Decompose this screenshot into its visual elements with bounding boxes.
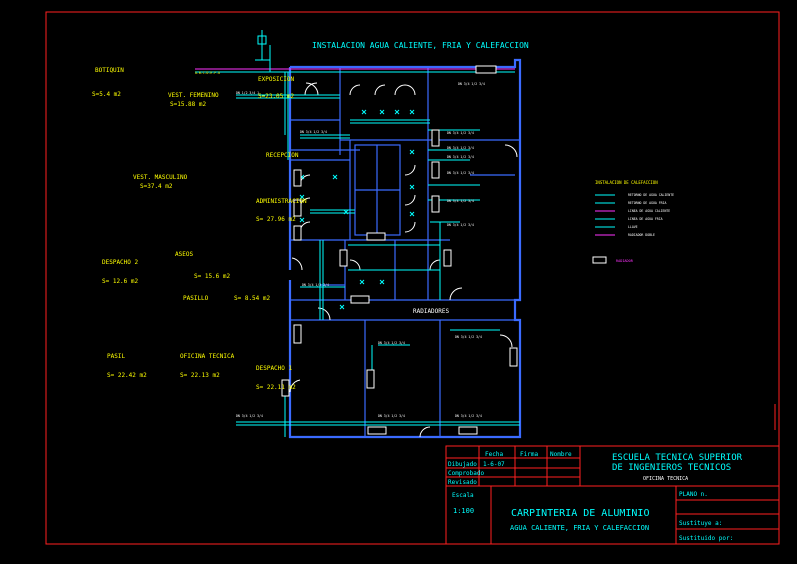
legend-radiator-label: RADIADOR [616,259,634,263]
room-pasil-name: PASIL [107,353,125,360]
tb-row-revisado: Revisado [448,479,477,486]
tb-plano-label: PLANO n. [679,491,708,498]
legend-item-2: LINEA DE AGUA CALIENTE [628,209,670,213]
svg-text:A.B.C.D.E.F.G: A.B.C.D.E.F.G [195,71,220,75]
drawing-title: INSTALACION AGUA CALIENTE, FRIA Y CALEFA… [312,41,529,50]
svg-text:DN 3/4 1/2 3/4: DN 3/4 1/2 3/4 [378,341,405,345]
legend-title: INSTALACION DE CALEFACCION [595,180,658,185]
room-administracion-area: S= 27.96 m2 [256,216,296,223]
tb-school-line1: ESCUELA TECNICA SUPERIOR [612,453,743,463]
legend-item-3: LINEA DE AGUA FRIA [628,217,663,221]
svg-text:DN 1/2 3/4 1: DN 1/2 3/4 1 [236,91,259,95]
room-oficina-name: OFICINA TECNICA [180,353,235,360]
room-botiquin-name: BOTIQUIN [95,67,124,74]
room-aseos-area: S= 15.6 m2 [194,273,231,280]
room-botiquin-area: S=5.4 m2 [92,91,121,98]
room-vest-masc-area: S=37.4 m2 [140,183,173,190]
tb-project-subtitle: AGUA CALIENTE, FRIA Y CALEFACCION [510,524,649,532]
room-vest-masc-name: VEST. MASCULINO [133,174,188,181]
room-vest-fem-area: S=15.88 m2 [170,101,207,108]
room-recepcion-name: RECEPCION [266,152,299,159]
room-aseos-name: ASEOS [175,251,193,258]
room-labels: BOTIQUIN S=5.4 m2 VEST. FEMENINO S=15.88… [92,67,450,391]
room-despacho1-name: DESPACHO 1 [256,365,293,372]
room-radiadores-name: RADIADORES [413,308,450,315]
room-despacho2-name: DESPACHO 2 [102,259,139,266]
svg-text:DN 3/4 1/2 3/4: DN 3/4 1/2 3/4 [300,130,327,134]
tb-school-line2: DE INGENIEROS TECNICOS [612,463,731,473]
svg-text:DN 3/4 1/2 3/4: DN 3/4 1/2 3/4 [447,131,474,135]
legend: INSTALACION DE CALEFACCION RETORNO DE AG… [592,180,674,264]
pipe-annotations: A.B.C.D.E.F.G DN 1/2 3/4 1 DN 3/4 1/2 3/… [195,71,485,418]
tb-fecha-value: 1-6-07 [483,461,505,468]
outer-frame [45,11,780,545]
legend-item-1: RETORNO DE AGUA FRIA [628,201,666,205]
tb-col-fecha: Fecha [485,451,503,458]
legend-item-4: LLAVE [628,225,638,229]
title-block: Fecha Firma Nombre Dibujado Comprobado R… [445,445,780,545]
room-despacho2-area: S= 12.6 m2 [102,278,139,285]
legend-item-5: RADIADOR DOBLE [628,233,655,237]
radiators [281,65,518,435]
tb-col-nombre: Nombre [550,451,572,458]
svg-text:DN 3/4 1/2 3/4: DN 3/4 1/2 3/4 [447,199,474,203]
room-exposicion-name: EXPOSICION [258,76,295,83]
floor-plan [288,58,522,439]
svg-text:DN 3/4 1/2 3/4: DN 3/4 1/2 3/4 [447,223,474,227]
valve-symbols [257,35,415,310]
room-administracion-name: ADMINISTRACION [256,198,307,205]
tb-office: OFICINA TECNICA [643,476,688,482]
tb-row-comprobado: Comprobado [448,470,485,477]
svg-text:DN 3/4 1/2 3/4: DN 3/4 1/2 3/4 [455,335,482,339]
tb-col-firma: Firma [520,451,538,458]
svg-text:DN 3/4 1/2 3/4: DN 3/4 1/2 3/4 [378,414,405,418]
room-despacho1-area: S= 22.11 m2 [256,384,296,391]
room-exposicion-area: S=23.05 m2 [258,93,295,100]
svg-text:DN 3/4 1/2 3/4: DN 3/4 1/2 3/4 [302,283,329,287]
legend-item-0: RETORNO DE AGUA CALIENTE [628,193,674,197]
tb-sustituido-por: Sustituido por: [679,535,733,542]
room-pasillo-area: S= 8.54 m2 [234,295,271,302]
room-pasil-area: S= 22.42 m2 [107,372,147,379]
room-oficina-area: S= 22.13 m2 [180,372,220,379]
room-pasillo-name: PASILLO [183,295,209,302]
svg-text:DN 3/4 1/2 3/4: DN 3/4 1/2 3/4 [458,82,485,86]
tb-sustituye-a: Sustituye a: [679,520,722,527]
tb-row-dibujado: Dibujado [448,461,477,468]
tb-escala-value: 1:100 [453,507,474,515]
svg-text:DN 3/4 1/2 3/4: DN 3/4 1/2 3/4 [447,171,474,175]
doors [289,82,518,438]
svg-text:DN 3/4 1/2 3/4: DN 3/4 1/2 3/4 [236,414,263,418]
room-vest-fem-name: VEST. FEMENINO [168,92,219,99]
svg-text:DN 3/4 1/2 3/4: DN 3/4 1/2 3/4 [447,146,474,150]
svg-text:DN 3/4 1/2 3/4: DN 3/4 1/2 3/4 [447,155,474,159]
tb-project-title: CARPINTERIA DE ALUMINIO [511,508,649,519]
svg-text:DN 3/4 1/2 3/4: DN 3/4 1/2 3/4 [455,414,482,418]
tb-escala-label: Escala [452,492,474,499]
